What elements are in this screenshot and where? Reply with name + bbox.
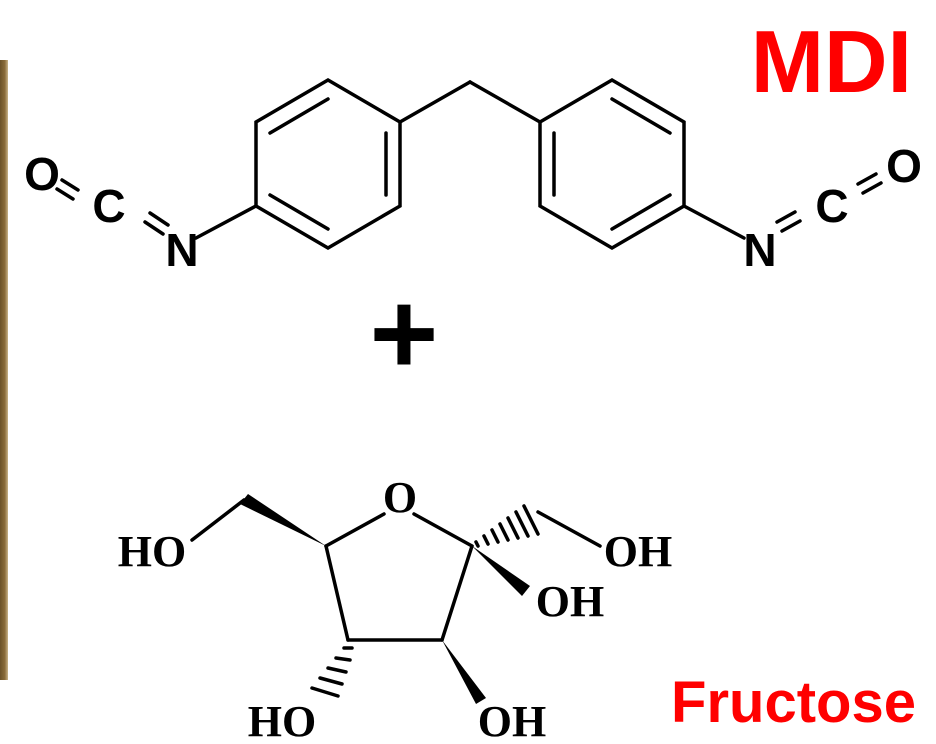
mdi-label: MDI xyxy=(751,12,912,111)
mdi-right-ring xyxy=(538,77,686,251)
right-isocyanate xyxy=(682,172,883,240)
atom-oh-anomeric: OH xyxy=(536,577,604,626)
c2-ch2oh xyxy=(474,504,602,548)
plus-sign: + xyxy=(370,268,439,400)
atom-oh-bottom: OH xyxy=(478,697,546,744)
c2-oh-wedge xyxy=(472,546,530,596)
atom-o-left: O xyxy=(24,148,60,200)
methylene-bridge xyxy=(398,80,542,124)
c3-oh-wedge xyxy=(442,640,486,704)
atom-ho-bottom: HO xyxy=(248,697,316,744)
atom-n-right: N xyxy=(743,224,776,276)
left-edge-strip xyxy=(0,60,8,680)
atom-ring-o: O xyxy=(383,473,417,522)
atom-n-left: N xyxy=(165,224,198,276)
c4-oh-hash xyxy=(310,646,354,698)
fructose-label: Fructose xyxy=(671,670,916,735)
atom-ho-left: HO xyxy=(118,527,186,576)
atom-oh-right: OH xyxy=(604,527,672,576)
left-isocyanate xyxy=(55,178,258,240)
mdi-left-ring xyxy=(254,77,402,251)
atom-c-left: C xyxy=(92,180,125,232)
atom-c-right: C xyxy=(815,180,848,232)
c5-ch2oh xyxy=(190,494,326,546)
atom-o-right: O xyxy=(886,140,922,192)
fructose-ring xyxy=(324,512,474,642)
